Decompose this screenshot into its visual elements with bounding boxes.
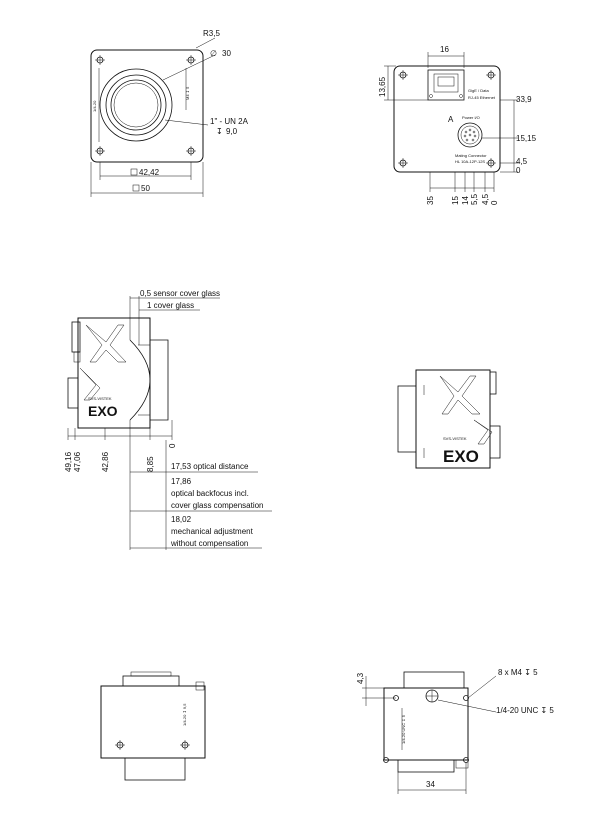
diameter-label: 30	[222, 49, 231, 58]
power-connector-icon	[457, 122, 483, 148]
mounting-hole-icon	[95, 55, 196, 156]
backfocus-value: 17,86	[171, 477, 192, 486]
side-dim-2: 47,06	[73, 451, 82, 472]
outer-label: 50	[141, 184, 150, 193]
bottom-dim-2: 15	[451, 196, 460, 205]
lens-mount-bottom	[403, 671, 465, 689]
right-dim-1: 33,9	[516, 95, 532, 104]
bottom-housing	[383, 687, 469, 761]
x-logo-icon	[85, 324, 127, 363]
mech-line2: without compensation	[170, 539, 248, 548]
left-dim-label: 13,65	[378, 76, 387, 97]
brand-big-right: EXO	[443, 447, 479, 466]
top-view: 1/4-20 ↧ 9,5	[100, 671, 206, 781]
brand-small-right: SVS-VISTEK	[443, 436, 467, 441]
ethernet-port-icon	[427, 69, 465, 101]
top-housing	[100, 685, 206, 759]
right-dim-2: 15,15	[516, 134, 537, 143]
gige-label: GigE / Data	[468, 88, 489, 93]
bottom-view: 1/4-20 UNC ↧ 5 8 x M4 ↧ 5 1/4-20 UNC ↧ 5…	[356, 668, 554, 794]
bottom-dim-5: 4,5	[481, 193, 490, 205]
back-housing	[393, 65, 501, 173]
mounting-hole-icon	[398, 70, 496, 168]
bottom-side-text: 1/4-20 UNC ↧ 5	[401, 714, 406, 744]
depth-symbol-icon: ↧	[216, 127, 223, 136]
top-dim-label: 16	[440, 45, 449, 54]
side-dim-4: 8,85	[146, 456, 155, 472]
bottom-dim-6: 0	[490, 200, 499, 205]
brand-big: EXO	[88, 403, 118, 419]
backfocus-line1: optical backfocus incl.	[171, 489, 249, 498]
bottom-dim-3: 14	[461, 196, 470, 205]
sensor-glass-label: 0,5 sensor cover glass	[140, 289, 220, 298]
lens-mount-side	[150, 339, 169, 421]
lens-mount-right	[397, 385, 417, 453]
lens-mount-top	[124, 757, 186, 781]
unc-label: 1/4-20 UNC ↧ 5	[496, 706, 554, 715]
depth-label: 9,0	[226, 127, 238, 136]
square-symbol-icon	[130, 168, 138, 176]
optical-distance-label: 17,53 optical distance	[171, 462, 249, 471]
side-dim-1: 49,16	[64, 451, 73, 472]
right-dim-3: 4,5	[516, 157, 528, 166]
thread-label: 1" - UN 2A	[210, 117, 249, 126]
bottom-dim-4: 5,5	[470, 193, 479, 205]
mounting-hole-icon	[116, 741, 124, 749]
side-view: SVS-VISTEK EXO 0,5 sensor cover glass 1 …	[64, 289, 272, 550]
width-label: 42,42	[139, 168, 160, 177]
mech-line1: mechanical adjustment	[171, 527, 254, 536]
radius-label: R3,5	[203, 29, 220, 38]
lens-mount-outer	[99, 68, 173, 142]
front-side-mark: 1/4-20	[92, 100, 97, 112]
left-dim-4-3: 4,3	[356, 672, 365, 684]
backfocus-line2: cover glass compensation	[171, 501, 264, 510]
back-view: GigE / Data RJ-45 Ethernet Power I/O Mat…	[378, 45, 537, 205]
diameter-symbol-icon: ∅	[210, 49, 217, 58]
side-housing	[77, 317, 151, 429]
power-label: Power I/O	[462, 115, 480, 120]
side-dim-3: 42,86	[101, 451, 110, 472]
front-view: 1/4-20 M4 ↧ 5 R3,5 ∅ 30 1" - UN 2A ↧ 9,0…	[90, 29, 249, 197]
top-side-text: 1/4-20 ↧ 9,5	[182, 703, 187, 726]
bottom-dim-1: 35	[426, 196, 435, 205]
hirose-label: HL 10A-12P-12S	[455, 159, 485, 164]
svg-text:M4 ↧ 5: M4 ↧ 5	[185, 86, 190, 100]
right-dim-4: 0	[516, 166, 521, 175]
m4-label: 8 x M4 ↧ 5	[498, 668, 538, 677]
mech-value: 18,02	[171, 515, 192, 524]
side-view-right: SVS-VISTEK EXO	[397, 369, 501, 469]
section-letter: A	[448, 115, 454, 124]
brand-small: SVS-VISTEK	[88, 396, 112, 401]
width-34-label: 34	[426, 780, 435, 789]
rj45-label: RJ-45 Ethernet	[468, 95, 496, 100]
mating-label: Mating Connector	[455, 153, 487, 158]
cover-glass-label: 1 cover glass	[147, 301, 194, 310]
side-dim-5: 0	[168, 443, 177, 448]
x-logo-icon	[439, 375, 481, 415]
front-housing	[90, 49, 204, 163]
